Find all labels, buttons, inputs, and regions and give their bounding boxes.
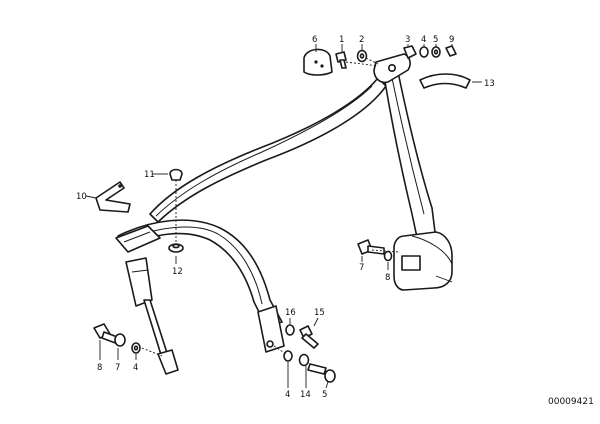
callout-5-bottom: 5 bbox=[322, 390, 327, 400]
callout-14: 14 bbox=[300, 390, 311, 400]
callout-11: 11 bbox=[144, 170, 155, 180]
shoulder-belt-strap bbox=[149, 77, 387, 223]
upper-anchor-plate bbox=[373, 53, 411, 84]
bracket-part-10 bbox=[95, 181, 131, 213]
belt-buckle bbox=[125, 257, 179, 375]
retractor-fastener bbox=[357, 239, 393, 262]
callout-13: 13 bbox=[484, 79, 495, 89]
callout-4-top: 4 bbox=[421, 35, 426, 45]
nut-part-12 bbox=[168, 243, 184, 253]
callout-12: 12 bbox=[172, 267, 183, 277]
cover-part-13 bbox=[419, 73, 471, 89]
leader-lines bbox=[85, 44, 482, 389]
lap-end-fitting bbox=[257, 305, 285, 353]
callout-6-top: 6 bbox=[312, 35, 317, 45]
callout-10: 10 bbox=[76, 192, 87, 202]
callout-15: 15 bbox=[314, 308, 325, 318]
callout-8-right: 8 bbox=[385, 273, 390, 283]
callout-labels: 6 1 2 3 4 5 9 13 11 10 12 7 8 8 7 4 16 1… bbox=[76, 35, 495, 400]
callout-16: 16 bbox=[285, 308, 296, 318]
callout-2-top: 2 bbox=[359, 35, 364, 45]
callout-7-left: 7 bbox=[115, 363, 120, 373]
callout-3-top: 3 bbox=[405, 35, 410, 45]
top-hardware-row bbox=[303, 45, 457, 76]
belt-retractor bbox=[393, 231, 453, 291]
callout-8-left: 8 bbox=[97, 363, 102, 373]
callout-4-bottom: 4 bbox=[285, 390, 290, 400]
lower-left-hardware bbox=[93, 323, 141, 354]
callout-9-top: 9 bbox=[449, 35, 454, 45]
cap-part-11 bbox=[169, 168, 183, 181]
belt-guide-clip bbox=[115, 225, 161, 253]
vertical-belt-strap bbox=[383, 71, 437, 243]
lower-middle-hardware bbox=[283, 324, 336, 383]
callout-5-top: 5 bbox=[433, 35, 438, 45]
document-number: 00009421 bbox=[548, 397, 594, 407]
callout-1-top: 1 bbox=[339, 35, 344, 45]
callout-7-right: 7 bbox=[359, 263, 364, 273]
callout-4-left: 4 bbox=[133, 363, 138, 373]
